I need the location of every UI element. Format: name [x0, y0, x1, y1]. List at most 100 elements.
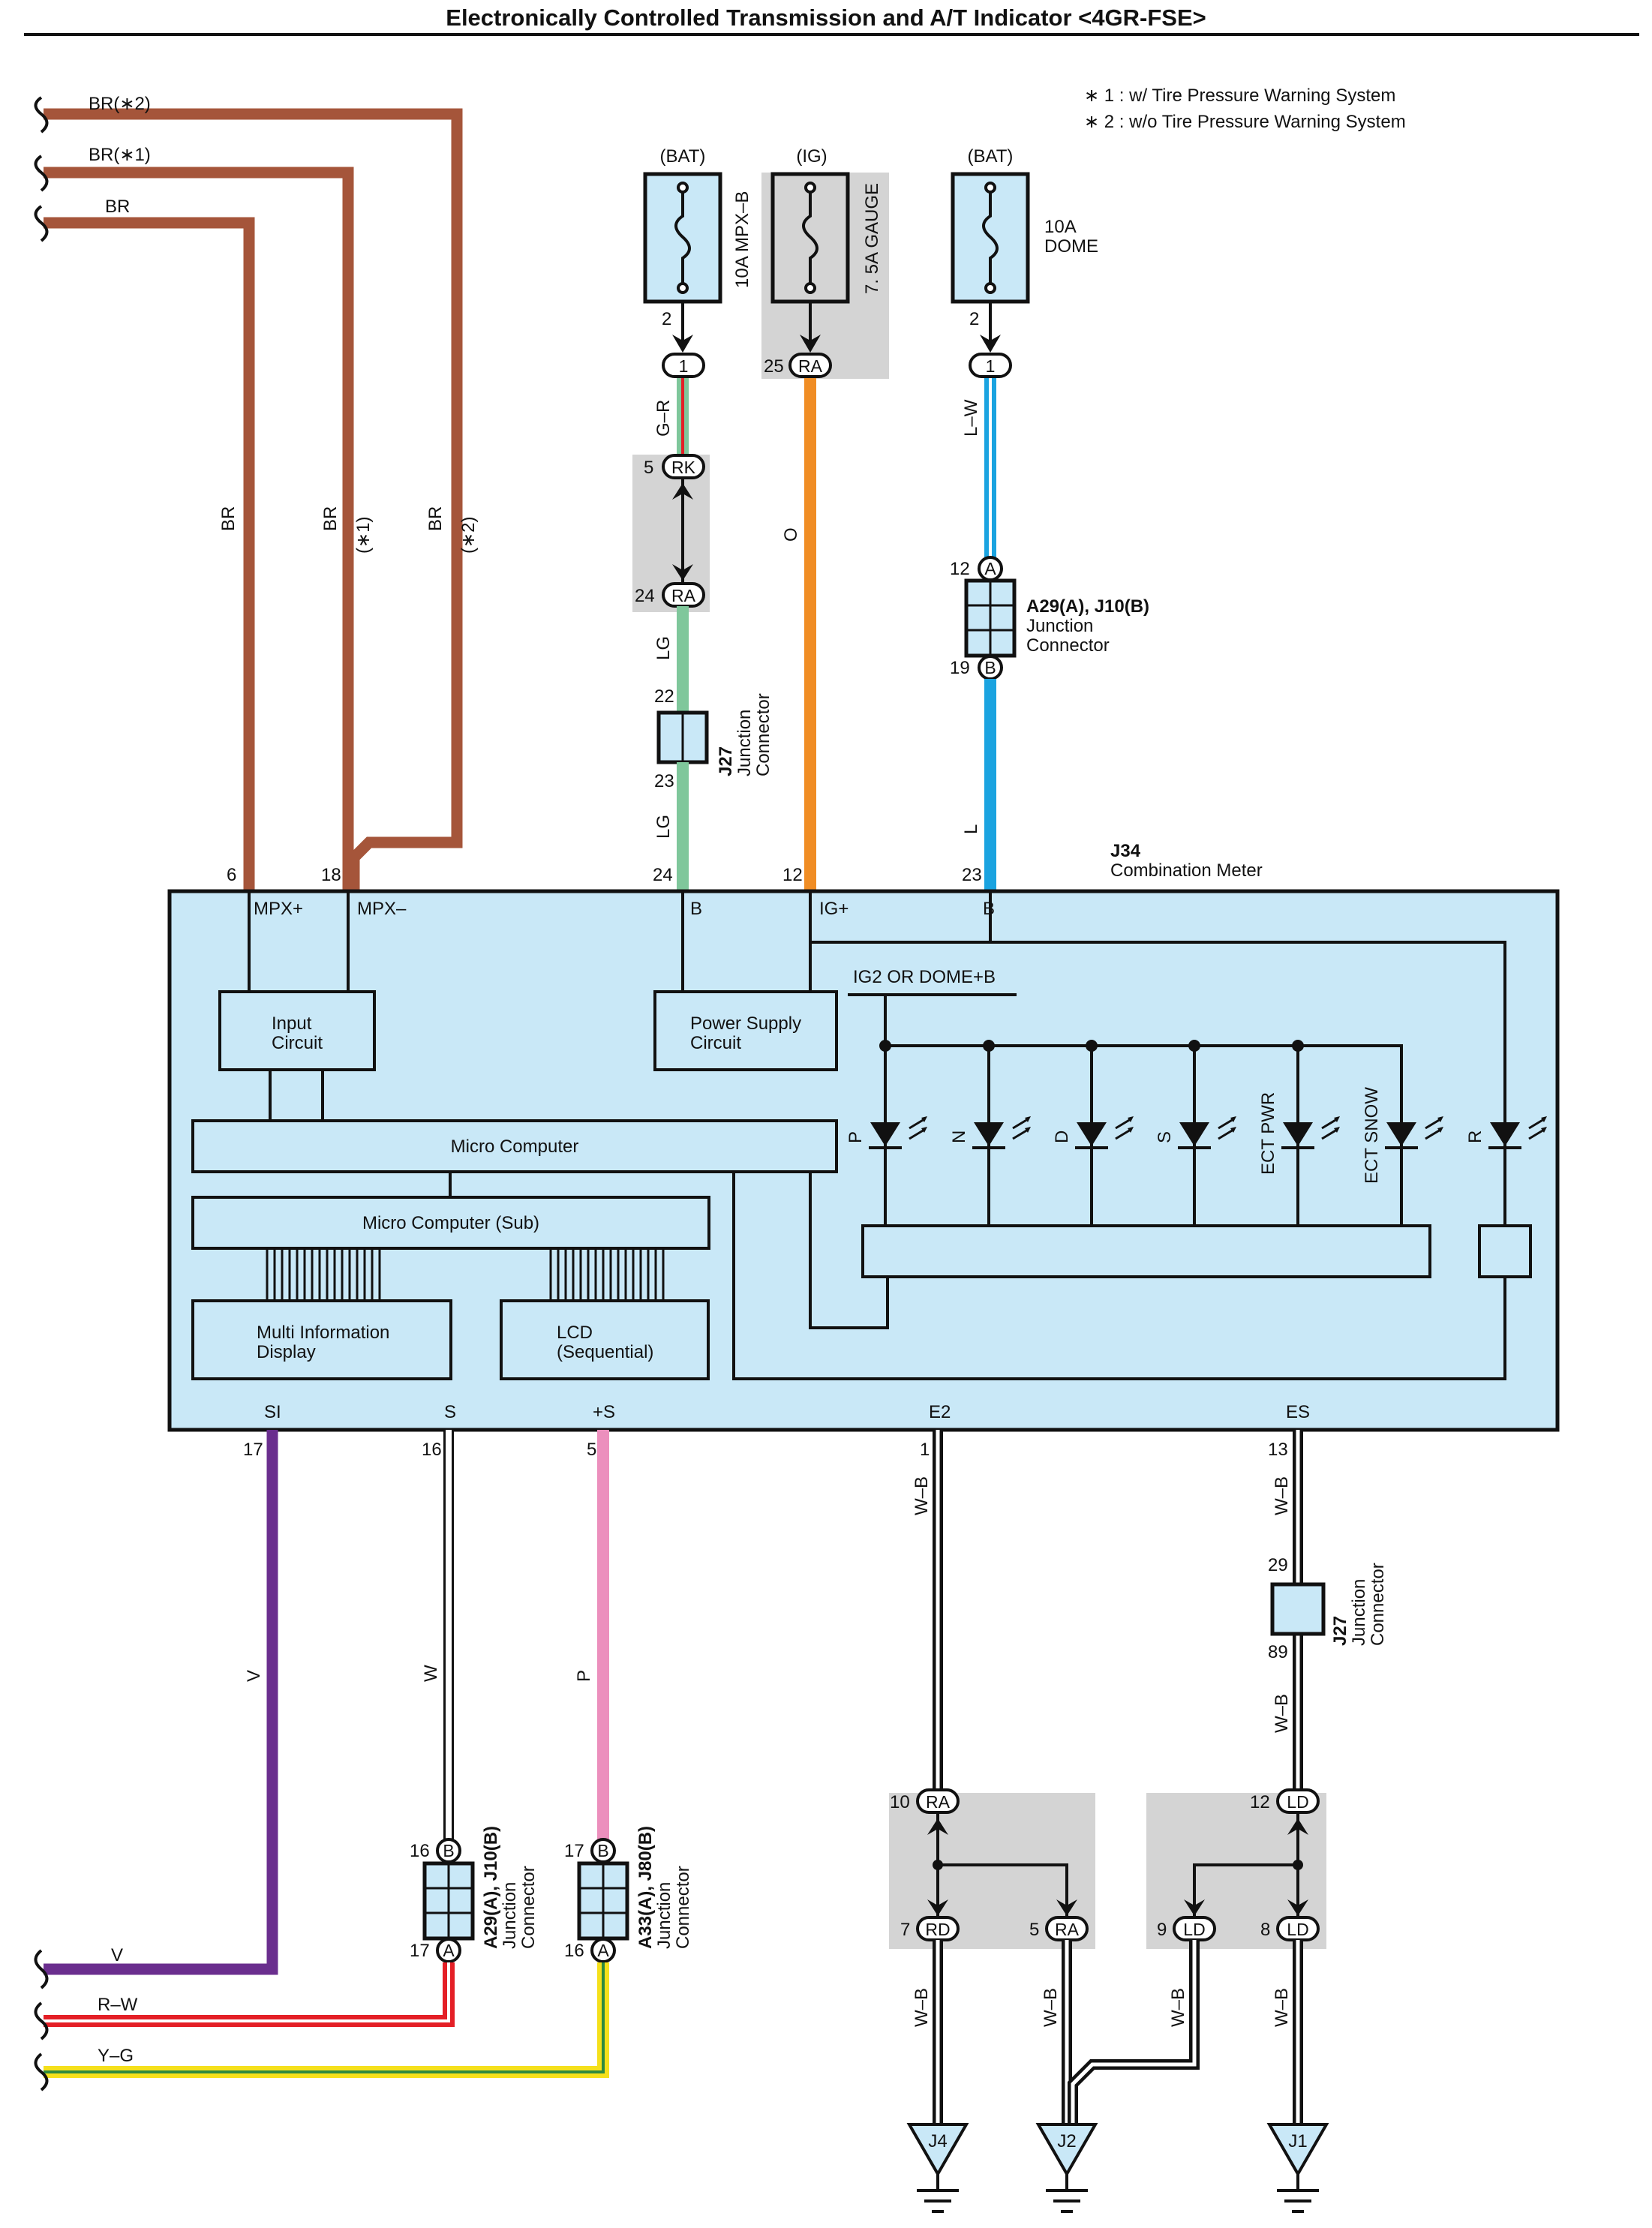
wire-lg-lower: [677, 762, 689, 895]
pin-num-18: 18: [321, 865, 341, 885]
pin-num-23b: 23: [962, 865, 982, 885]
pin-num-5c: 5: [1029, 1920, 1039, 1940]
micro-computer-sub-label: Micro Computer (Sub): [362, 1213, 539, 1233]
wire-to-j2: [1062, 1940, 1200, 2124]
micro-computer-label: Micro Computer: [451, 1137, 579, 1157]
pin-num-24: 24: [635, 586, 655, 606]
ground-j2: [1035, 2123, 1098, 2213]
svg-text:A: A: [443, 1941, 455, 1960]
meter-name: Combination Meter: [1110, 860, 1263, 881]
led-ect-pwr: [1281, 1046, 1340, 1226]
svg-text:A: A: [984, 559, 996, 578]
pin-num-13: 13: [1268, 1440, 1288, 1460]
input-circuit-l2: Circuit: [272, 1033, 323, 1053]
pin-num-10: 10: [890, 1792, 910, 1812]
pin-num-12b: 12: [782, 865, 803, 885]
a29-upper-line2: Connector: [1026, 635, 1110, 656]
term-si: SI: [264, 1402, 281, 1422]
a29-upper-code: A29(A), J10(B): [1026, 596, 1149, 617]
wire-p-label: P: [574, 1670, 594, 1682]
wire-br-note2: (∗2): [458, 517, 479, 554]
svg-text:RA: RA: [671, 586, 696, 605]
wire-e2-label: W–B: [912, 1476, 932, 1515]
ground-j2-label: J2: [1057, 2131, 1076, 2151]
fuse-mpxb-name: 10A MPX–B: [732, 191, 752, 288]
diagram-title: Electronically Controlled Transmission a…: [446, 5, 1206, 31]
ig2-dome-label: IG2 OR DOME+B: [853, 967, 996, 987]
pin-num-22: 22: [654, 686, 674, 707]
j27-lower-connector: [1270, 1582, 1326, 1636]
svg-text:B: B: [597, 1841, 608, 1860]
pin-num-2b: 2: [969, 309, 979, 329]
br-note2-label: BR(∗2): [89, 94, 151, 114]
svg-text:LD: LD: [1183, 1920, 1205, 1939]
pin-num-17a: 17: [243, 1440, 263, 1460]
wire-v-label-a: V: [244, 1670, 264, 1682]
fuse-dome-source: (BAT): [968, 146, 1014, 167]
pin-num-19: 19: [950, 658, 970, 678]
term-mpx-minus: MPX–: [357, 899, 407, 919]
j27-upper-code: J27: [716, 746, 736, 776]
br-label: BR: [105, 197, 130, 217]
ground-j1-label: J1: [1288, 2131, 1307, 2151]
j27-lower-line2: Connector: [1368, 1563, 1388, 1646]
power-supply-circuit: [653, 990, 838, 1071]
wire-rw-label: R–W: [98, 1995, 138, 2015]
note-2: ∗ 2 : w/o Tire Pressure Warning System: [1084, 112, 1406, 132]
pin-num-12c: 12: [1250, 1792, 1270, 1812]
svg-text:RA: RA: [926, 1792, 951, 1812]
pin-num-7: 7: [900, 1920, 910, 1940]
svg-text:RD: RD: [925, 1920, 950, 1939]
wire-br-a: BR: [218, 506, 239, 531]
term-es: ES: [1286, 1402, 1310, 1422]
wire-br-note1: (∗1): [353, 517, 374, 554]
pin-num-9: 9: [1157, 1920, 1167, 1940]
svg-text:B: B: [443, 1841, 454, 1860]
break-rw: [34, 2001, 49, 2040]
a29-lower-line2: Connector: [518, 1866, 539, 1949]
pin-num-23a: 23: [654, 771, 674, 791]
wire-j1-label: W–B: [1272, 1988, 1292, 2027]
wire-rw: [44, 1962, 455, 2027]
fuse-symbol-mpxb: [674, 188, 691, 288]
mid-l1: Multi Information: [257, 1323, 389, 1343]
pin-num-5: 5: [644, 458, 653, 478]
multi-information-display: [191, 1299, 452, 1380]
pin-num-24b: 24: [653, 865, 673, 885]
led-n: [972, 1046, 1031, 1226]
wire-w-label: W: [421, 1665, 441, 1682]
wire-yg: [44, 1962, 609, 2078]
svg-text:1: 1: [679, 356, 689, 376]
wire-br-b: BR: [320, 506, 341, 531]
svg-text:LD: LD: [1287, 1792, 1308, 1812]
pin-num-8: 8: [1260, 1920, 1270, 1940]
fuse-dome-amp: 10A: [1044, 217, 1077, 237]
micro-computer-sub: [191, 1196, 710, 1250]
pin-1-dome: [969, 353, 1012, 378]
term-s: S: [444, 1402, 456, 1422]
wire-j2-label: W–B: [1041, 1988, 1061, 2027]
fuse-gauge-source: (IG): [796, 146, 827, 167]
a29-lower-code: A29(A), J10(B): [481, 1826, 501, 1949]
wire-lw-label: L–W: [961, 399, 981, 437]
mid-l2: Display: [257, 1342, 316, 1362]
svg-text:LD: LD: [1287, 1920, 1308, 1939]
led-ect-snow: [1298, 1044, 1443, 1226]
term-b-1: B: [690, 899, 702, 919]
wire-yg-label: Y–G: [98, 2046, 134, 2066]
svg-text:1: 1: [986, 356, 996, 376]
pin-num-29: 29: [1268, 1555, 1288, 1575]
svg-text:A: A: [597, 1941, 609, 1960]
power-supply-l1: Power Supply: [690, 1013, 801, 1034]
led-p: [869, 1046, 927, 1226]
wire-gr-label: G–R: [653, 400, 674, 437]
pin-ra-25: [788, 353, 832, 378]
fuse-mpxb-source: (BAT): [660, 146, 706, 167]
micro-computer: [191, 1119, 838, 1173]
term-e2: E2: [929, 1402, 951, 1422]
j27-upper-line1: Junction: [734, 710, 755, 776]
term-mpx-plus: MPX+: [254, 899, 303, 919]
a33-line1: Junction: [654, 1882, 674, 1949]
power-supply-l2: Circuit: [690, 1033, 741, 1053]
wire-l-label: L: [961, 824, 981, 834]
